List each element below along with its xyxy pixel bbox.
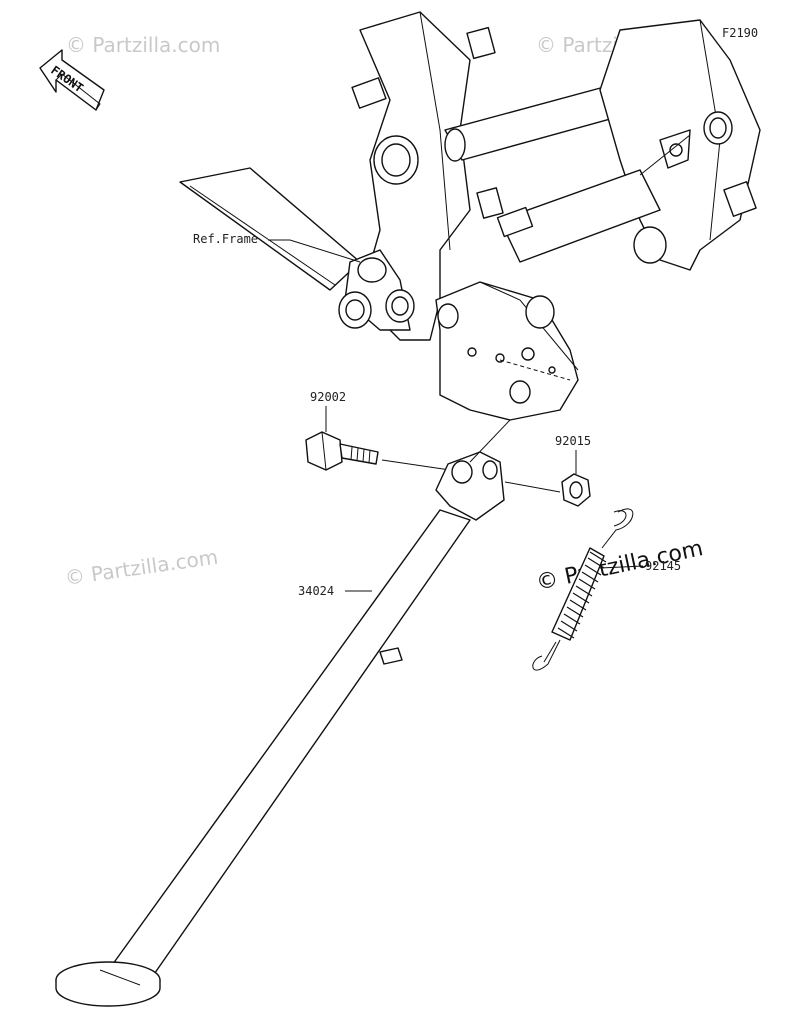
part-bolt-92002	[305, 431, 379, 471]
leader-92145	[599, 565, 644, 569]
label-92145: 92145	[645, 559, 681, 573]
leader-nut-axis	[504, 481, 561, 493]
watermark-top-left: © Partzilla.com	[66, 33, 220, 57]
label-92002: 92002	[310, 390, 346, 404]
frame-assembly	[179, 11, 761, 421]
part-stand-34024	[55, 451, 505, 1007]
watermark-mid-left: © Partzilla.com	[63, 545, 219, 590]
diagram-code: F2190	[722, 26, 758, 40]
label-34024: 34024	[298, 584, 334, 598]
leader-ref-frame	[268, 239, 361, 263]
leader-stand-axis	[469, 419, 511, 463]
label-92015: 92015	[555, 434, 591, 448]
label-ref-frame: Ref.Frame	[193, 232, 258, 246]
leader-bolt-axis	[381, 459, 451, 471]
part-nut-92015	[561, 473, 591, 507]
front-arrow-icon: FRONT	[39, 49, 105, 111]
part-spring-92145	[532, 508, 634, 671]
